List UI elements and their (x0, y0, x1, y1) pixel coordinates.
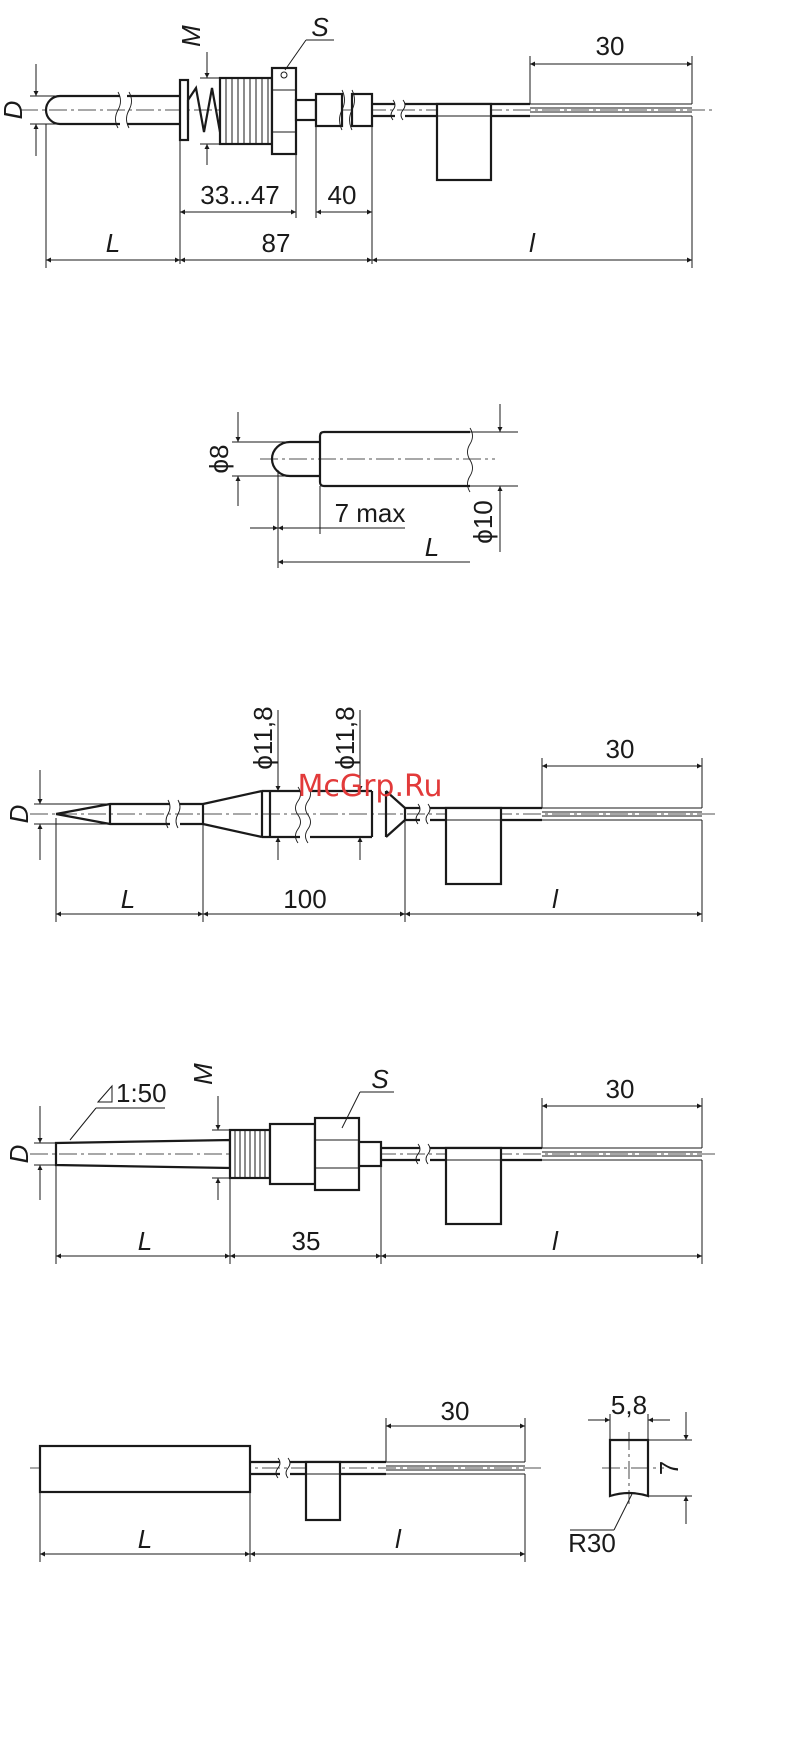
fig5-radius: R30 (568, 1528, 616, 1558)
fig4-s-label: S (371, 1064, 389, 1094)
fig4-body-len: 35 (292, 1226, 321, 1256)
fig5-probe-len: L (138, 1524, 152, 1554)
fig1-s-label: S (311, 12, 329, 42)
fig4-taper: 1:50 (116, 1078, 167, 1108)
figure-4-tapered-probe: D 1:50 M S 30 L 35 l (4, 1063, 715, 1264)
fig1-thread-range: 33...47 (200, 180, 280, 210)
fig1-probe-len: L (106, 228, 120, 258)
fig2-tip-dia: ϕ8 (204, 444, 234, 473)
fig5-lead-len: l (395, 1524, 402, 1554)
fig4-cable-len: 30 (606, 1074, 635, 1104)
fig1-m-label: M (176, 25, 206, 47)
fig2-body-dia: ϕ10 (468, 500, 498, 543)
fig4-d-label: D (4, 1145, 34, 1164)
fig1-body-len: 87 (262, 228, 291, 258)
fig5-width: 5,8 (611, 1390, 647, 1420)
fig2-tip-len: 7 max (335, 498, 406, 528)
fig3-d-label: D (4, 805, 34, 824)
figure-1-threaded-probe: D M S 30 33...47 40 L 87 l (0, 12, 715, 268)
fig1-d-label: D (0, 101, 28, 120)
fig3-dia-right: ϕ11,8 (330, 706, 360, 769)
fig3-dia-left: ϕ11,8 (248, 706, 278, 769)
fig1-cable-len: 30 (596, 31, 625, 61)
figure-5-surface-probe: 30 L l 5,8 7 R30 (30, 1390, 692, 1562)
fig4-m-label: M (188, 1063, 218, 1085)
fig4-lead-len: l (552, 1226, 559, 1256)
fig1-lead-len: l (529, 228, 536, 258)
taper-icon (98, 1086, 112, 1102)
fig2-probe-len: L (425, 532, 439, 562)
fig3-cable-len: 30 (606, 734, 635, 764)
figure-3-needle-probe: D ϕ11,8 ϕ11,8 30 L 100 l (4, 706, 715, 922)
fig3-body-len: 100 (283, 884, 326, 914)
fig4-probe-len: L (138, 1226, 152, 1256)
figure-2-tip-detail: ϕ8 ϕ10 7 max L (204, 404, 518, 568)
fig3-lead-len: l (552, 884, 559, 914)
watermark-text: McGrp.Ru (297, 769, 442, 804)
fig5-cable-len: 30 (441, 1396, 470, 1426)
drawing-sheet: D M S 30 33...47 40 L 87 l (0, 0, 728, 1568)
fig3-probe-len: L (121, 884, 135, 914)
fig5-height: 7 (654, 1461, 684, 1475)
fig1-shank-len: 40 (328, 180, 357, 210)
